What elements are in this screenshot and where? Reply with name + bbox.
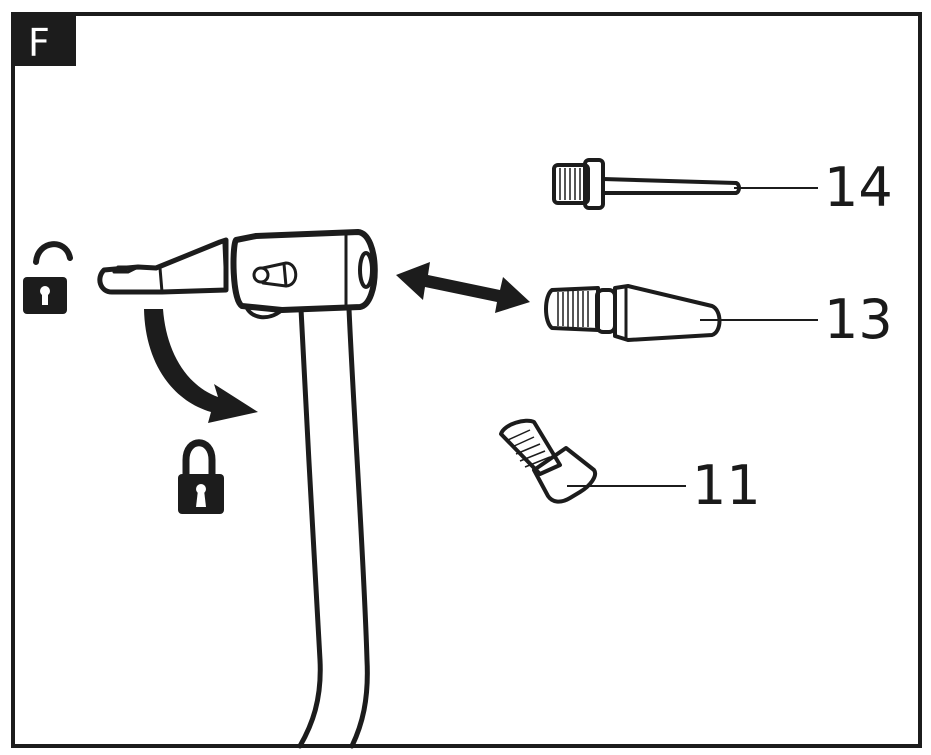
part-label-14: 14 bbox=[824, 156, 893, 219]
valve-adapter: 11 bbox=[499, 418, 761, 517]
cone-adapter: 13 bbox=[544, 284, 893, 351]
needle-adapter: 14 bbox=[552, 156, 893, 219]
part-label-11: 11 bbox=[692, 454, 761, 517]
panel-letter: F bbox=[28, 21, 50, 65]
padlock-open-icon bbox=[23, 241, 73, 314]
curved-arrow-icon bbox=[144, 309, 258, 423]
double-arrow-icon bbox=[396, 262, 530, 313]
panel-tab: F bbox=[11, 12, 76, 66]
figure-frame bbox=[11, 12, 922, 748]
part-label-13: 13 bbox=[824, 288, 893, 351]
padlock-closed-icon bbox=[178, 439, 224, 514]
pump-hose bbox=[297, 306, 370, 749]
pump-head bbox=[97, 229, 378, 320]
